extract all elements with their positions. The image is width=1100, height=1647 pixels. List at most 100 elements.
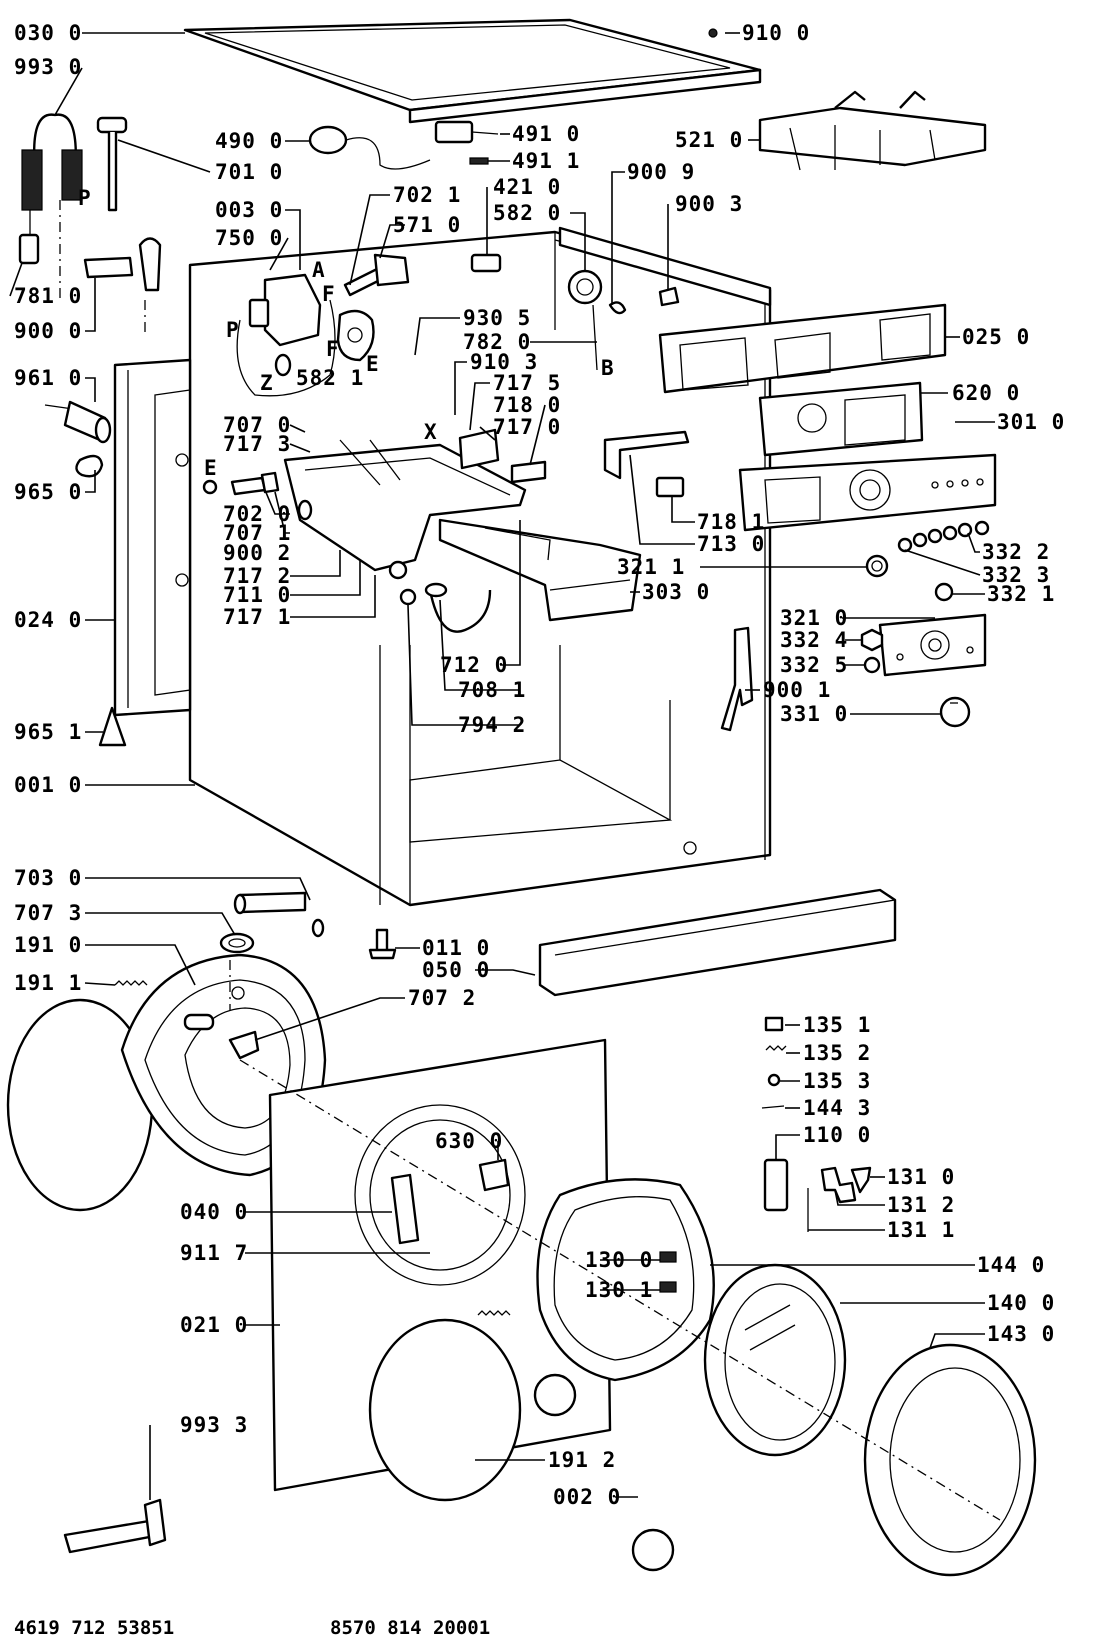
valve-717-part — [458, 428, 547, 484]
label-911-7: 911 7 — [180, 1241, 248, 1265]
label-571-0: 571 0 — [393, 213, 461, 237]
cap-002-part — [631, 1528, 675, 1572]
seal-ring-707-3-part — [219, 932, 255, 954]
hinge-040-part — [390, 1173, 420, 1245]
clip-965-part — [75, 454, 104, 478]
leader-lines — [9, 32, 995, 1500]
label-961-0: 961 0 — [14, 366, 82, 390]
foot-965-part — [98, 706, 127, 747]
label-135-2: 135 2 — [803, 1041, 871, 1065]
letter-a: A — [312, 258, 326, 282]
letter-p-valve: P — [226, 318, 240, 342]
label-521-0: 521 0 — [675, 128, 743, 152]
nut-332-4-part — [860, 628, 884, 652]
clamp-900-part — [83, 237, 162, 292]
control-board-620-part — [758, 381, 924, 457]
label-702-1: 702 1 — [393, 183, 461, 207]
label-030-0: 030 0 — [14, 21, 82, 45]
label-750-0: 750 0 — [215, 226, 283, 250]
label-702-0: 702 0 — [223, 502, 291, 526]
label-900-0: 900 0 — [14, 319, 82, 343]
label-718-0: 718 0 — [493, 393, 561, 417]
letter-e-right: E — [366, 352, 380, 376]
handle-110-part — [763, 1158, 872, 1232]
footer-left-code: 4619 712 53851 — [14, 1617, 174, 1639]
label-332-5: 332 5 — [780, 653, 848, 677]
label-930-5: 930 5 — [463, 306, 531, 330]
top-cover-part — [183, 18, 762, 124]
plinth-050-part — [538, 888, 897, 997]
front-panel-021-part — [268, 1038, 612, 1502]
label-701-0: 701 0 — [215, 160, 283, 184]
footer-right-code: 8570 814 20001 — [330, 1617, 490, 1639]
label-191-1: 191 1 — [14, 971, 82, 995]
label-321-1: 321 1 — [617, 555, 685, 579]
label-144-0: 144 0 — [977, 1253, 1045, 1277]
latch-900-1-part — [720, 626, 754, 732]
label-993-0: 993 0 — [14, 55, 82, 79]
label-717-0: 717 0 — [493, 415, 561, 439]
label-794-2: 794 2 — [458, 713, 526, 737]
buttons-332-part — [897, 520, 990, 553]
label-131-2: 131 2 — [887, 1193, 955, 1217]
label-703-0: 703 0 — [14, 866, 82, 890]
label-135-1: 135 1 — [803, 1013, 871, 1037]
label-011-0: 011 0 — [422, 936, 490, 960]
power-plug-part — [308, 125, 431, 170]
label-900-2: 900 2 — [223, 541, 291, 565]
label-025-0: 025 0 — [962, 325, 1030, 349]
label-900-1: 900 1 — [763, 678, 831, 702]
label-303-0: 303 0 — [642, 580, 710, 604]
label-021-0: 021 0 — [180, 1313, 248, 1337]
valve-421-part — [470, 253, 502, 273]
label-140-0: 140 0 — [987, 1291, 1055, 1315]
label-708-1: 708 1 — [458, 678, 526, 702]
letter-p-hose: P — [78, 186, 92, 210]
label-332-2: 332 2 — [982, 540, 1050, 564]
part-number-labels: 030 0 993 0 910 0 490 0 491 0 491 1 521 … — [14, 21, 1065, 1509]
label-491-1: 491 1 — [512, 149, 580, 173]
label-332-1: 332 1 — [987, 582, 1055, 606]
pressure-switch-part — [567, 269, 603, 371]
pcb-025-part — [658, 303, 947, 394]
label-965-1: 965 1 — [14, 720, 82, 744]
label-002-0: 002 0 — [553, 1485, 621, 1509]
knob-321-1-part — [865, 554, 889, 578]
knob-331-part — [939, 696, 971, 728]
label-900-9: 900 9 — [627, 160, 695, 184]
side-panel-part — [113, 358, 192, 717]
label-331-0: 331 0 — [780, 702, 848, 726]
small-fasteners-part — [761, 1016, 787, 1109]
label-001-0: 001 0 — [14, 773, 82, 797]
label-321-0: 321 0 — [780, 606, 848, 630]
label-332-4: 332 4 — [780, 628, 848, 652]
label-131-1: 131 1 — [887, 1218, 955, 1242]
door-ring-143-part — [863, 1343, 1037, 1577]
nut-332-5-part — [863, 656, 881, 674]
control-panel-321-part — [878, 613, 987, 677]
letter-x: X — [424, 420, 438, 444]
module-521-part — [758, 90, 987, 171]
letter-f-upper: F — [322, 282, 336, 306]
valve-assembly-part — [236, 253, 410, 397]
letter-b: B — [601, 356, 615, 380]
label-707-1: 707 1 — [223, 521, 291, 545]
label-131-0: 131 0 — [887, 1165, 955, 1189]
label-130-1: 130 1 — [585, 1278, 653, 1302]
label-707-3: 707 3 — [14, 901, 82, 925]
supply-hose-part — [18, 113, 83, 265]
label-332-3: 332 3 — [982, 563, 1050, 587]
button-332-1-part — [934, 582, 954, 602]
door-glass-140-part — [703, 1263, 847, 1457]
label-110-0: 110 0 — [803, 1123, 871, 1147]
foot-screw-011-part — [368, 928, 397, 960]
label-130-0: 130 0 — [585, 1248, 653, 1272]
label-707-2: 707 2 — [408, 986, 476, 1010]
label-301-0: 301 0 — [997, 410, 1065, 434]
footer-codes: 4619 712 53851 8570 814 20001 — [14, 1617, 490, 1639]
bracket-900-3-part — [658, 286, 680, 307]
label-717-3: 717 3 — [223, 432, 291, 456]
filter-491-part — [434, 120, 499, 165]
